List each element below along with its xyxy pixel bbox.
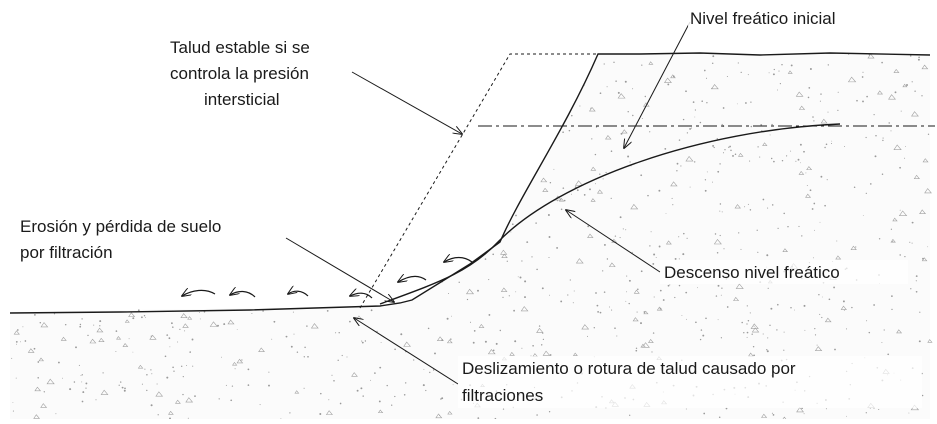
leader-deslizamiento [354, 318, 459, 385]
label-talud-estable-1: Talud estable si se [170, 38, 310, 57]
stable-slope-line [359, 53, 600, 309]
leader-erosion [285, 237, 394, 302]
label-erosion-2: por filtración [20, 243, 113, 262]
label-talud-estable-2: controla la presión [170, 64, 309, 83]
leader-talud-estable [351, 71, 462, 134]
label-deslizamiento-2: filtraciones [462, 386, 543, 405]
soil-texture [11, 53, 933, 422]
label-descenso-nivel: Descenso nivel freático [664, 263, 840, 282]
soil-mass [10, 54, 930, 419]
seepage-arrow [288, 291, 309, 297]
seepage-arrow [398, 276, 427, 282]
seepage-arrow [350, 293, 373, 299]
seepage-arrows [182, 258, 473, 299]
leader-descenso [566, 210, 661, 273]
lowered-water-table [379, 123, 841, 305]
label-nivel-freatico-inicial: Nivel freático inicial [690, 9, 836, 28]
label-talud-estable-3: intersticial [204, 90, 280, 109]
seepage-arrow [182, 290, 216, 296]
ground-surface-line [9, 52, 931, 314]
label-erosion-1: Erosión y pérdida de suelo [20, 217, 221, 236]
label-deslizamiento-1: Deslizamiento o rotura de talud causado … [462, 359, 796, 378]
seepage-arrow [444, 258, 473, 263]
leader-nivel-inicial [624, 21, 691, 148]
seepage-arrow [230, 291, 256, 298]
